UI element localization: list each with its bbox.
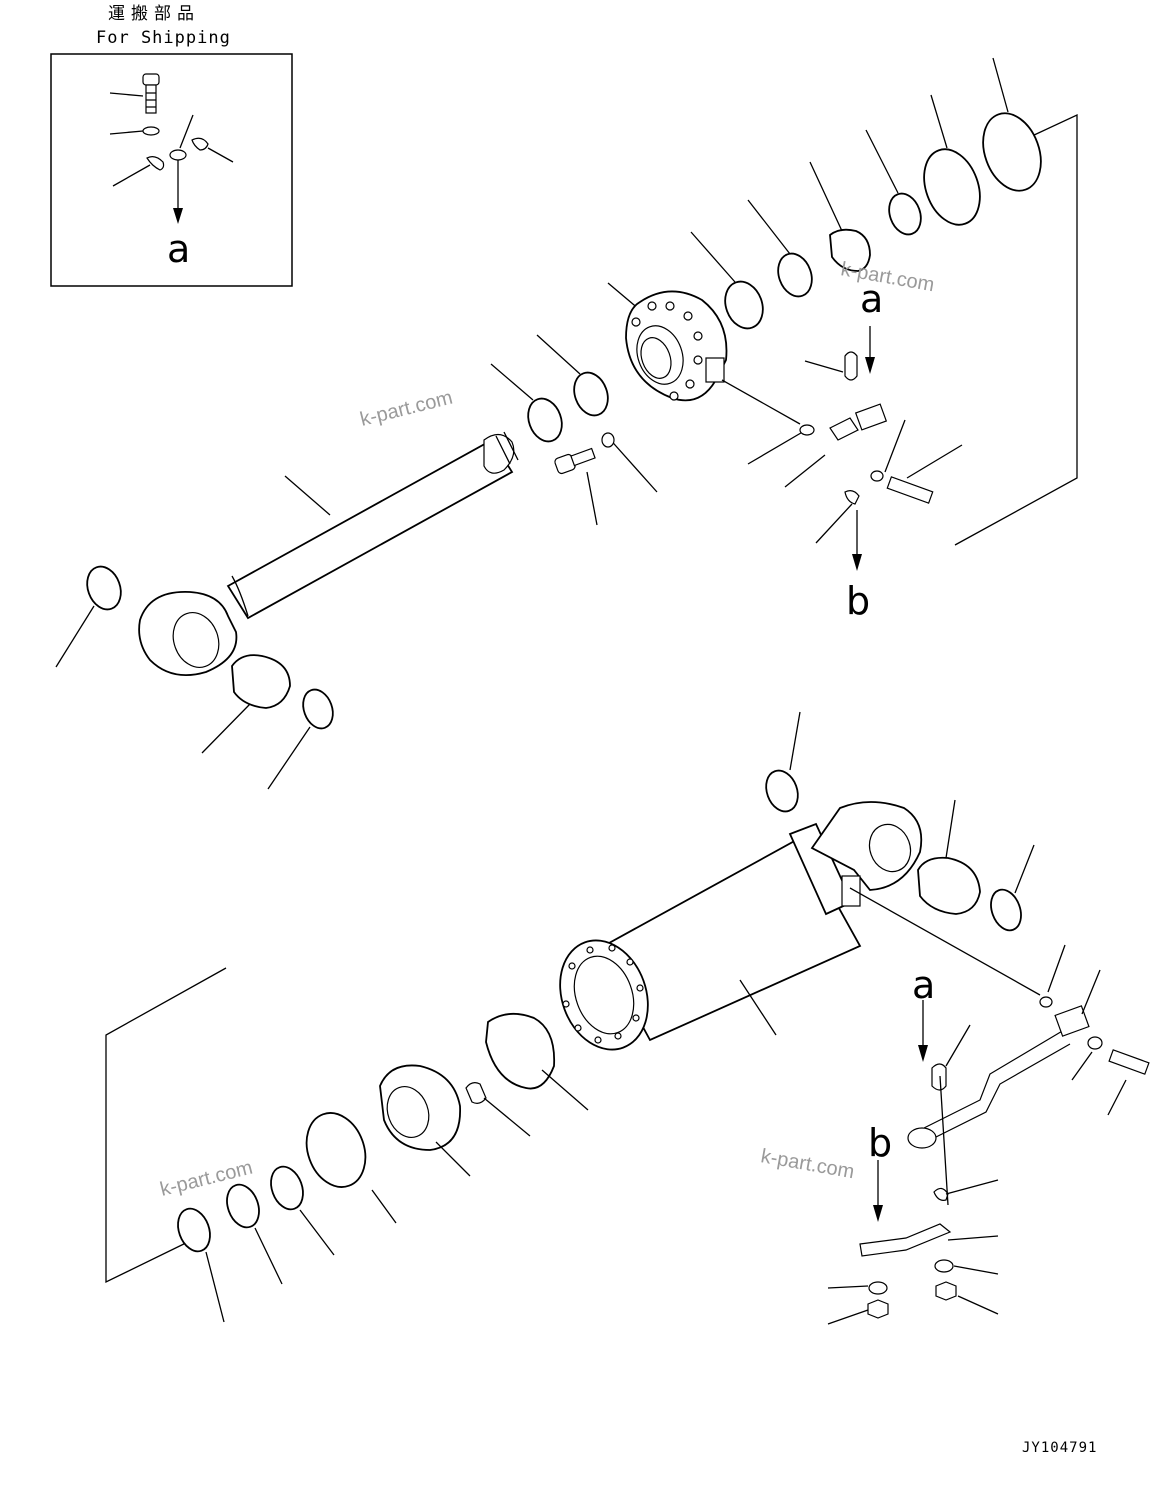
piston-ring-3: [177, 1207, 211, 1253]
lower-piping: [859, 996, 1150, 1319]
shipping-clip-2: [191, 137, 209, 151]
watermark-3: k-part.com: [759, 1145, 856, 1183]
piston-ring-1: [270, 1165, 304, 1211]
head-bolt: [554, 447, 596, 475]
watermark-1: k-part.com: [839, 258, 936, 296]
lower-marker-a: a: [912, 963, 935, 1007]
shipping-title-en: For Shipping: [96, 28, 231, 48]
rod-dust-seal: [302, 688, 334, 730]
upper-seal-series: [527, 112, 1042, 443]
shipping-arrow-label: a: [167, 227, 190, 271]
shipping-arrow: [173, 208, 183, 224]
upper-group-bracket: [954, 113, 1078, 546]
lower-arrow-a: [918, 1045, 928, 1062]
lower-arrow-b: [873, 1205, 883, 1222]
lower-group-bracket: [105, 967, 227, 1284]
piston-seal: [305, 1112, 367, 1188]
piston-rod: [138, 431, 519, 676]
watermark-2: k-part.com: [358, 387, 455, 431]
shipping-clip: [146, 156, 165, 171]
shipping-plug: [169, 149, 187, 161]
shipping-inset-frame: [50, 53, 293, 287]
shipping-bolt: [142, 73, 160, 114]
shipping-washer: [142, 126, 160, 136]
rod-bushing: [231, 654, 291, 709]
upper-arrow-a: [865, 357, 875, 374]
piston-assembly: [379, 1012, 556, 1151]
lower-leader-lines: [205, 1069, 589, 1323]
cylinder-head: [625, 290, 728, 402]
cylinder-tube: [559, 801, 1041, 1051]
rod-end-seal: [86, 565, 122, 611]
shipping-title-jp: 運搬部品: [108, 4, 200, 24]
piston-ring-2: [226, 1183, 260, 1229]
tube-bushing: [917, 856, 981, 915]
head-washer: [601, 432, 615, 448]
upper-leader-lines: [490, 57, 1009, 544]
upper-marker-a: a: [860, 277, 883, 321]
upper-fittings: [799, 351, 934, 505]
lower-marker-b: b: [868, 1121, 892, 1165]
drawing-code: JY104791: [1022, 1440, 1097, 1456]
tube-end-seal: [990, 888, 1022, 932]
tube-top-seal: [765, 769, 799, 813]
upper-marker-b: b: [846, 579, 870, 623]
lower-right-leaders: [827, 944, 1127, 1325]
upper-arrow-b: [852, 554, 862, 571]
